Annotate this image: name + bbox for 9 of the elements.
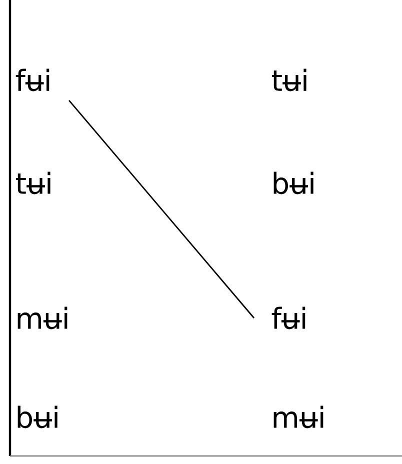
- word: mʉi: [274, 406, 324, 428]
- word: fʉi: [16, 68, 50, 92]
- matching-line: [68, 100, 255, 318]
- word: mʉi: [18, 306, 68, 330]
- word: tʉi: [272, 68, 306, 92]
- word: fʉi: [272, 306, 306, 330]
- word: bʉi: [274, 172, 314, 194]
- word: tʉi: [16, 172, 50, 194]
- word: bʉi: [18, 406, 58, 428]
